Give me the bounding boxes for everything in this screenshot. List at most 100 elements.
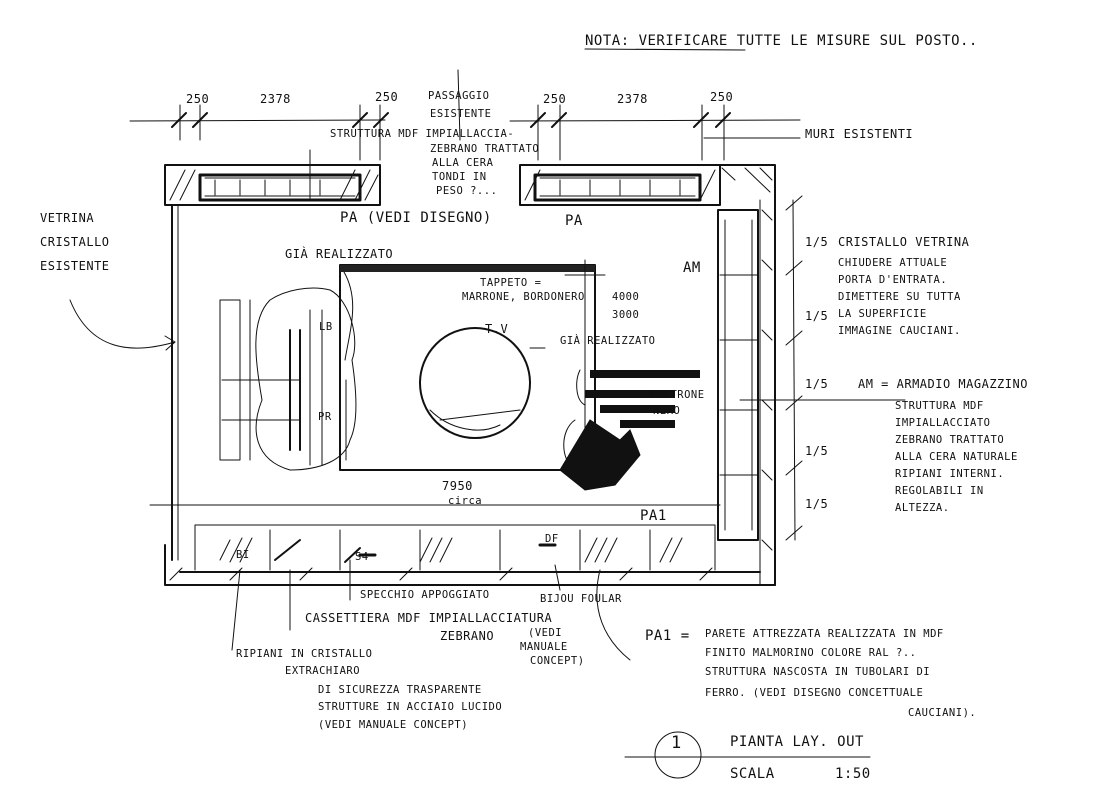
svg-text:REGOLABILI IN: REGOLABILI IN (895, 485, 984, 497)
svg-text:PORTA D'ENTRATA.: PORTA D'ENTRATA. (838, 274, 947, 286)
dim-top-2: 2378 (260, 92, 291, 106)
pa1-leader (596, 569, 631, 661)
label-zebrano: ZEBRANO (440, 629, 494, 643)
vetrina-leader (69, 299, 176, 349)
label-tappeto-1: TAPPETO = (480, 277, 541, 289)
title-block (624, 731, 871, 779)
label-circa-dim: 7950 (442, 479, 473, 493)
label-poltrone-2: NERO (653, 405, 680, 417)
label-tappeto-2: MARRONE, BORDONERO (462, 291, 585, 303)
svg-text:CHIUDERE ATTUALE: CHIUDERE ATTUALE (838, 257, 947, 269)
label-poltrone-1: POLTRONE (650, 389, 705, 401)
note-vetrina: VETRINA CRISTALLO ESISTENTE (40, 211, 110, 273)
dim-top-3: 250 (375, 90, 398, 104)
label-am: AM (683, 260, 701, 276)
fraction-3: 1/5 (805, 377, 828, 391)
svg-text:EXTRACHIARO: EXTRACHIARO (285, 665, 360, 677)
bottom-shelving (194, 524, 716, 571)
svg-text:VETRINA: VETRINA (40, 211, 94, 225)
label-pa-right: PA (565, 213, 583, 229)
room-walls (164, 164, 776, 586)
scale-value: 1:50 (835, 766, 871, 782)
dim-top-1: 250 (186, 92, 209, 106)
redaction-2 (585, 390, 675, 398)
note-ripiani: RIPIANI IN CRISTALLO EXTRACHIARO DI SICU… (236, 648, 502, 731)
svg-text:CAUCIANI).: CAUCIANI). (908, 707, 976, 719)
note-struttura-top: STRUTTURA MDF IMPIALLACCIA- ZEBRANO TRAT… (330, 128, 539, 197)
label-bi: BI (236, 549, 250, 561)
label-passaggio-2: ESISTENTE (430, 108, 491, 120)
svg-text:FERRO. (VEDI DISEGNO CONCETTUA: FERRO. (VEDI DISEGNO CONCETTUALE (705, 687, 923, 699)
svg-text:STRUTTURA MDF IMPIALLACCIA-: STRUTTURA MDF IMPIALLACCIA- (330, 128, 514, 140)
label-gia-realizzato-1: GIÀ REALIZZATO (285, 246, 393, 261)
label-tappeto-dim-2: 3000 (612, 309, 639, 321)
ripiani-leader (231, 569, 241, 651)
sofa-group (219, 287, 357, 471)
svg-text:ESISTENTE: ESISTENTE (40, 259, 110, 273)
svg-text:DIMETTERE SU TUTTA: DIMETTERE SU TUTTA (838, 291, 961, 303)
svg-text:CRISTALLO: CRISTALLO (40, 235, 110, 249)
title-text: PIANTA LAY. OUT (730, 734, 864, 750)
label-cassettiera: CASSETTIERA MDF IMPIALLACCIATURA (305, 611, 552, 625)
fraction-5: 1/5 (805, 497, 828, 511)
label-lb: LB (319, 321, 333, 333)
fraction-2: 1/5 (805, 309, 828, 323)
svg-text:PESO ?...: PESO ?... (436, 185, 497, 197)
label-df: DF (545, 533, 559, 545)
label-cristallo-vetrina: CRISTALLO VETRINA (838, 235, 970, 249)
title-number: 1 (671, 733, 682, 753)
round-table (419, 327, 531, 439)
svg-text:ZEBRANO TRATTATO: ZEBRANO TRATTATO (430, 143, 539, 155)
note-chiudere: CHIUDERE ATTUALE PORTA D'ENTRATA. DIMETT… (838, 257, 961, 337)
svg-text:MANUALE: MANUALE (520, 641, 568, 653)
label-pa-left: PA (VEDI DISEGNO) (340, 210, 492, 226)
vetrina-arrow (164, 335, 176, 351)
svg-text:IMMAGINE CAUCIANI.: IMMAGINE CAUCIANI. (838, 325, 961, 337)
scale-label: SCALA (730, 766, 775, 782)
label-specchio: SPECCHIO APPOGGIATO (360, 589, 490, 601)
svg-text:FINITO MALMORINO COLORE RAL ?.: FINITO MALMORINO COLORE RAL ?.. (705, 647, 916, 659)
svg-text:STRUTTURA MDF: STRUTTURA MDF (895, 400, 984, 412)
svg-text:PA1 =: PA1 = (645, 628, 690, 644)
redaction-4 (620, 420, 675, 428)
header-underline (584, 48, 746, 51)
header-note: NOTA: VERIFICARE TUTTE LE MISURE SUL POS… (585, 33, 978, 49)
svg-text:(VEDI MANUALE CONCEPT): (VEDI MANUALE CONCEPT) (318, 719, 468, 731)
label-pr: PR (318, 411, 332, 423)
wardrobe-am (717, 209, 759, 541)
label-tappeto-dim-1: 4000 (612, 291, 639, 303)
svg-text:PARETE ATTREZZATA REALIZZATA I: PARETE ATTREZZATA REALIZZATA IN MDF (705, 628, 944, 640)
svg-text:RIPIANI IN CRISTALLO: RIPIANI IN CRISTALLO (236, 648, 372, 660)
label-passaggio-1: PASSAGGIO (428, 90, 489, 102)
right-dimension-line (785, 195, 803, 541)
svg-text:ALTEZZA.: ALTEZZA. (895, 502, 950, 514)
label-gia-realizzato-2: GIÀ REALIZZATO (560, 334, 656, 347)
label-tv: T.V (485, 322, 508, 336)
note-pa1-def: PA1 = PARETE ATTREZZATA REALIZZATA IN MD… (645, 628, 976, 719)
label-circa: circa (448, 495, 482, 507)
dim-top-6: 250 (710, 90, 733, 104)
fraction-4: 1/5 (805, 444, 828, 458)
armchair (559, 369, 641, 491)
bijou-leader (554, 564, 561, 591)
svg-text:STRUTTURA NASCOSTA IN TUBOLARI: STRUTTURA NASCOSTA IN TUBOLARI DI (705, 666, 930, 678)
note-am-def: AM = ARMADIO MAGAZZINO STRUTTURA MDF IMP… (858, 377, 1028, 514)
svg-text:ALLA CERA: ALLA CERA (432, 157, 494, 169)
label-muri-esistenti: MURI ESISTENTI (805, 127, 913, 141)
svg-text:AM = ARMADIO MAGAZZINO: AM = ARMADIO MAGAZZINO (858, 377, 1028, 391)
label-s4: S4 (355, 551, 369, 563)
dim-top-5: 2378 (617, 92, 648, 106)
note-vedi-manuale: (VEDI MANUALE CONCEPT) (520, 627, 584, 667)
dim-top-4: 250 (543, 92, 566, 106)
redaction-1 (590, 370, 700, 378)
svg-text:IMPIALLACCIATO: IMPIALLACCIATO (895, 417, 991, 429)
fraction-1: 1/5 (805, 235, 828, 249)
svg-text:STRUTTURE IN ACCIAIO LUCIDO: STRUTTURE IN ACCIAIO LUCIDO (318, 701, 502, 713)
svg-text:ALLA CERA NATURALE: ALLA CERA NATURALE (895, 451, 1018, 463)
svg-text:RIPIANI INTERNI.: RIPIANI INTERNI. (895, 468, 1004, 480)
svg-text:TONDI IN: TONDI IN (432, 171, 487, 183)
label-bijou: BIJOU FOULAR (540, 593, 622, 605)
rug (339, 264, 596, 471)
top-dimension-line (129, 69, 801, 161)
